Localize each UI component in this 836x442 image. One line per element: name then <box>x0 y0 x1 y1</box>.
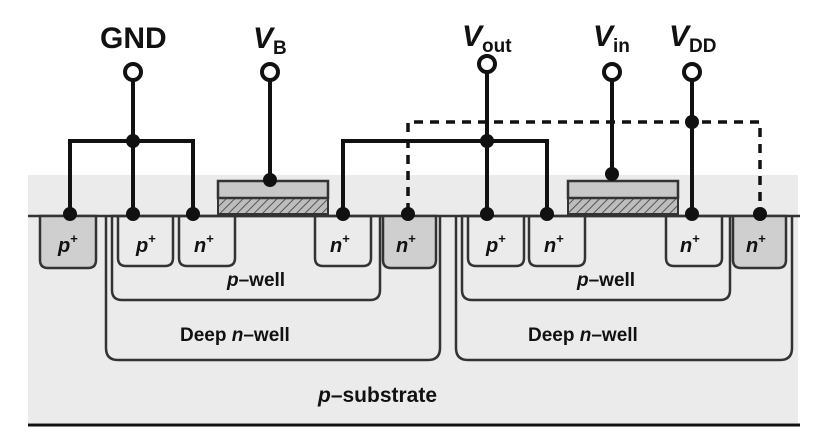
label-n-deepwell-right: n+ <box>746 231 766 257</box>
diffusion-n-drain-right <box>664 216 724 268</box>
gate-oxide-left <box>217 197 329 215</box>
diffusion-n-source-left <box>313 216 373 268</box>
label-p-right: p+ <box>485 231 506 257</box>
pwell-right <box>460 214 732 302</box>
label-n-drain-right: n+ <box>680 231 700 257</box>
label-n-source-left: n+ <box>330 231 350 257</box>
label-vdd: VDD <box>669 20 716 57</box>
pwell-left <box>110 214 382 302</box>
pin-gnd <box>123 62 143 82</box>
diffusion-p-substrate-contact <box>38 214 98 270</box>
deep-nwell-left <box>104 216 442 362</box>
pin-vdd <box>682 62 702 82</box>
label-vb: VB <box>253 22 287 59</box>
label-pwell-right: p–well <box>576 270 635 291</box>
label-pwell-left: p–well <box>226 270 285 291</box>
diffusion-n-left <box>177 216 237 268</box>
label-p-substrate-contact: p+ <box>57 231 78 257</box>
label-deep-nwell-right: Deep n–well <box>528 325 638 346</box>
dashed-deepwell-connection <box>406 120 762 212</box>
diffusion-p-right <box>466 216 526 268</box>
pin-vout <box>477 54 497 74</box>
junction-dots <box>63 115 767 221</box>
pin-vb <box>260 62 280 82</box>
deep-nwell-right <box>454 216 794 362</box>
label-p-left: p+ <box>135 231 156 257</box>
pin-vin <box>602 62 622 82</box>
label-gnd: GND <box>100 22 167 55</box>
label-n-right: n+ <box>544 231 564 257</box>
gate-poly-right <box>566 179 680 200</box>
label-n-left: n+ <box>194 231 214 257</box>
label-vout: Vout <box>462 20 512 57</box>
label-n-deepwell-left: n+ <box>396 231 416 257</box>
label-vin: Vin <box>593 20 630 57</box>
diffusion-n-deepwell-left <box>381 214 438 270</box>
diffusion-n-right <box>527 216 587 268</box>
diffusion-n-deepwell-right <box>731 214 788 270</box>
label-p-substrate: p–substrate <box>317 384 437 407</box>
diffusion-p-left <box>116 216 175 268</box>
gate-oxide-right <box>567 197 679 215</box>
label-deep-nwell-left: Deep n–well <box>180 325 290 346</box>
